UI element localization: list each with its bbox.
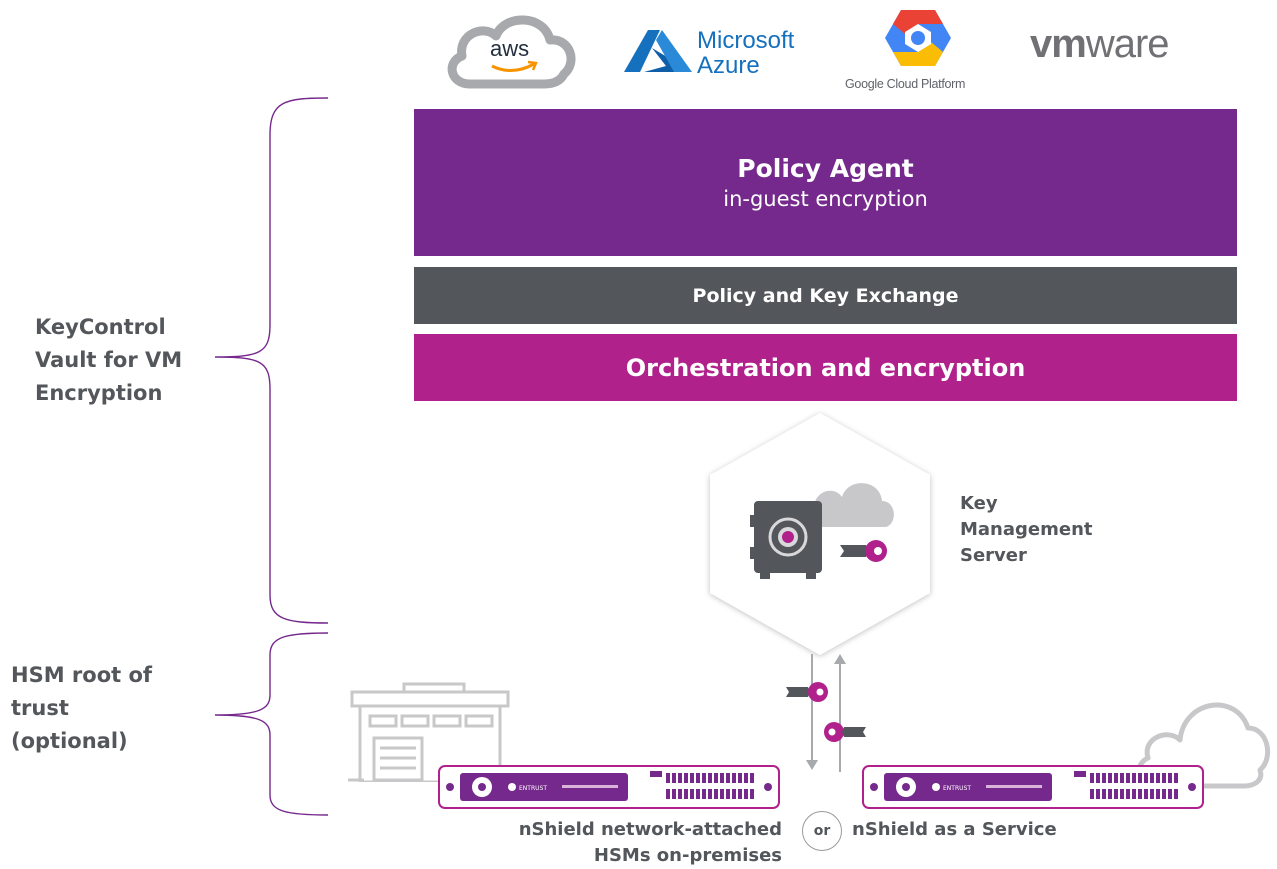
keycontrol-line1: KeyControl [35,315,166,339]
kms-label: Key Management Server [960,491,1093,569]
vmware-bold: vm [1030,22,1087,66]
caption-left-line1: nShield network-attached [518,819,782,840]
hsm-line2: trust [11,696,69,720]
caption-left-line2: HSMs on-premises [593,845,782,866]
keycontrol-line3: Encryption [35,381,163,405]
keycontrol-label: KeyControl Vault for VM Encryption [35,311,182,410]
key-exchange-arrows [786,654,866,772]
orchestration-band: Orchestration and encryption [414,334,1237,401]
key-icon [840,540,887,562]
kms-line2: Management [960,519,1093,540]
azure-icon [624,30,692,72]
kms-hexagon [710,413,930,655]
kms-line3: Server [960,545,1027,566]
azure-line2: Azure [697,52,760,79]
aws-logo-text: aws [490,36,530,61]
kms-line1: Key [960,493,998,514]
braces [214,97,329,816]
vault-safe-icon [750,501,822,579]
azure-line1: Microsoft [697,27,795,54]
policy-agent-band: Policy Agent in-guest encryption [414,109,1237,256]
entrust-brand-left: ENTRUST [519,785,547,792]
nshield-on-prem-caption: nShield network-attached HSMs on-premise… [455,817,782,869]
vmware-rest: ware [1085,22,1170,66]
vmware-logo: vmware [1030,22,1170,67]
keycontrol-brace [214,97,329,624]
hsm-brace [214,632,329,816]
policy-key-exchange-band: Policy and Key Exchange [414,267,1237,324]
keycontrol-line2: Vault for VM [35,348,183,372]
service-cloud-icon [1136,702,1271,789]
cloud-icon [805,483,894,527]
key-icon-left [786,682,828,702]
policy-agent-subtitle: in-guest encryption [723,187,928,211]
gcp-hexagon-icon [885,10,951,66]
hsm-line1: HSM root of [11,663,153,687]
hsm-root-label: HSM root of trust (optional) [11,659,152,758]
building-icon [348,682,510,782]
aws-cloud-logo [447,15,576,89]
policy-agent-title: Policy Agent [737,154,914,183]
entrust-brand-right: ENTRUST [943,785,971,792]
azure-logo-text: Microsoft Azure [697,28,794,78]
hsm-appliance-right: ENTRUST [862,765,1204,809]
key-icon-right [824,722,866,742]
gcp-logo-text: Google Cloud Platform [845,77,966,91]
nshield-service-caption: nShield as a Service [852,819,1057,840]
hsm-line3: (optional) [11,729,128,753]
or-badge: or [802,811,842,851]
hsm-appliance-left: ENTRUST [438,765,780,809]
